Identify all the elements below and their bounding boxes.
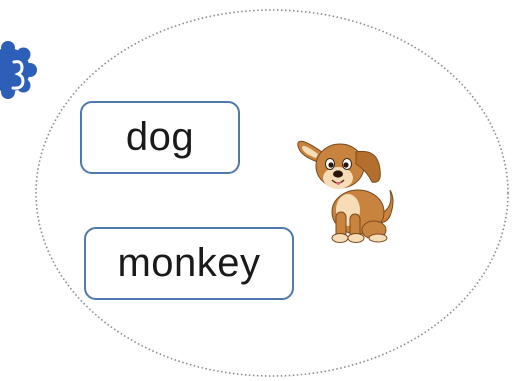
word-card-monkey[interactable]: monkey [84,227,294,300]
word-card-label: dog [125,115,195,159]
word-card-dog[interactable]: dog [80,101,240,174]
word-card-label: monkey [117,241,261,285]
puppy-illustration-icon[interactable] [292,122,408,246]
scalloped-number-badge-icon [0,41,37,99]
